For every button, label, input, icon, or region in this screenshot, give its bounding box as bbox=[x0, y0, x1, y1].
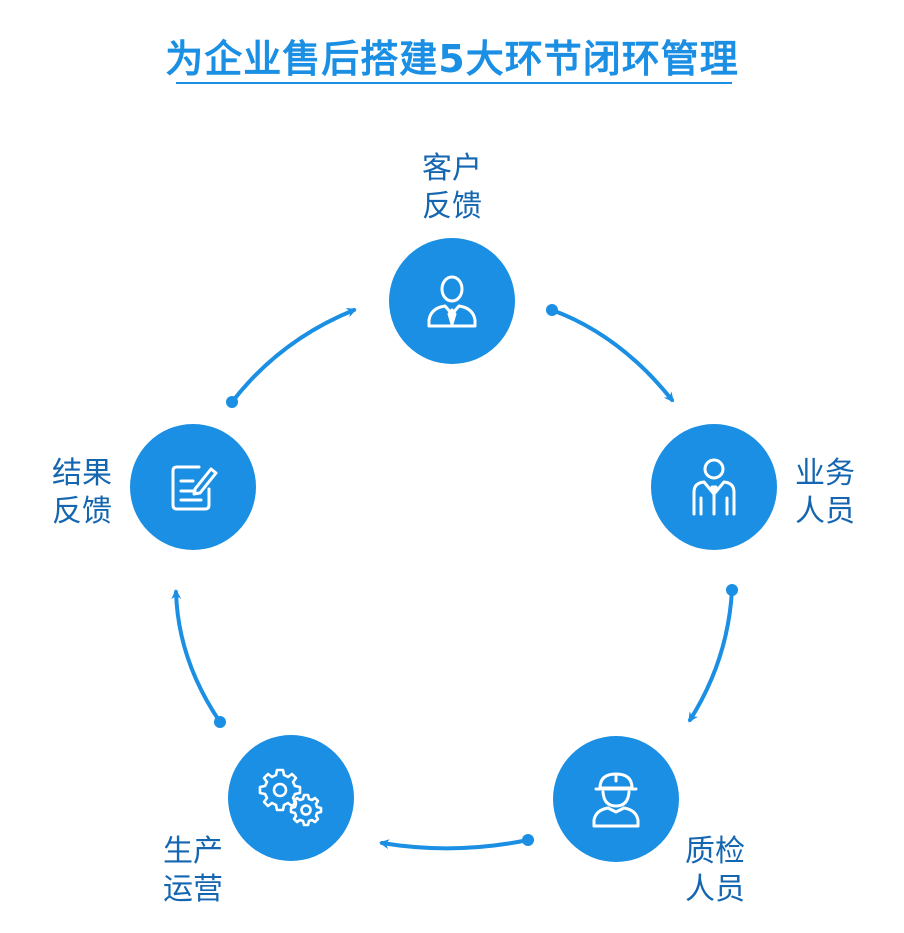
arrow-start-dot bbox=[214, 716, 226, 728]
node-production-ops bbox=[228, 735, 354, 861]
label-result-feedback: 结果 反馈 bbox=[52, 456, 112, 529]
node-customer-feedback bbox=[389, 238, 515, 364]
arrow-start-dot bbox=[546, 304, 558, 316]
arrow-start-dot bbox=[726, 584, 738, 596]
node-result-feedback bbox=[130, 424, 256, 550]
arrow-start-dot bbox=[226, 396, 238, 408]
title-underline bbox=[176, 82, 732, 84]
label-business-staff: 业务 人员 bbox=[795, 456, 855, 529]
arrow-start-dot bbox=[522, 834, 534, 846]
label-qc-staff: 质检 人员 bbox=[685, 834, 745, 907]
arrow-result-to-customer bbox=[230, 307, 357, 404]
arrow-business-to-qc bbox=[688, 588, 734, 723]
arrow-production-to-result bbox=[171, 589, 222, 724]
person-tie-icon bbox=[421, 270, 483, 332]
gears-icon bbox=[256, 766, 326, 830]
page-title: 为企业售后搭建5大环节闭环管理 bbox=[165, 37, 739, 81]
label-production-ops: 生产 运营 bbox=[163, 834, 223, 907]
node-business-staff bbox=[651, 424, 777, 550]
label-customer-feedback: 客户 反馈 bbox=[422, 151, 482, 224]
arrow-qc-to-production bbox=[379, 838, 530, 851]
node-qc-staff bbox=[553, 736, 679, 862]
businessman-icon bbox=[686, 456, 742, 518]
hardhat-worker-icon bbox=[586, 768, 646, 830]
edit-note-icon bbox=[165, 459, 221, 515]
arrow-customer-to-business bbox=[550, 308, 674, 403]
